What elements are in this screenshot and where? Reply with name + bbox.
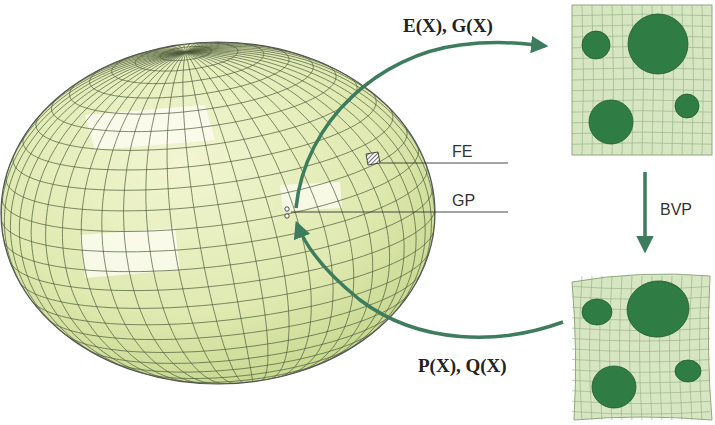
mesh-line: [19, 52, 185, 363]
mesh-line: [13, 108, 393, 191]
mesh-line: [186, 49, 407, 128]
finite-element: [366, 152, 380, 165]
mesh-line: [186, 52, 312, 377]
leader-line: [291, 212, 508, 213]
mesh-line: [186, 50, 433, 190]
mesh-line: [81, 52, 197, 383]
mesh-line: [186, 52, 268, 380]
ellipsoid-body: [1, 42, 435, 384]
mesh-line: [186, 52, 432, 300]
rve-mesh-line: [690, 276, 693, 420]
mesh-line: [186, 52, 289, 379]
mesh-line: [50, 52, 185, 104]
mesh-line: [4, 52, 185, 308]
callout-label: FE: [452, 143, 472, 161]
rve-mesh-line: [572, 401, 710, 404]
leader-line: [380, 163, 508, 164]
mesh-line: [186, 52, 373, 369]
rve-mesh-line: [702, 5, 704, 155]
mesh-line: [183, 52, 245, 382]
rve-mesh-line: [572, 143, 712, 145]
light-patch: [280, 182, 342, 211]
mesh-line: [167, 52, 237, 383]
mesh-line: [70, 53, 314, 114]
rve-mesh-line: [572, 14, 712, 16]
mesh-line: [1, 52, 185, 252]
mesh-line: [62, 52, 185, 381]
mesh-line: [102, 52, 208, 383]
gauss-point: [285, 207, 289, 211]
mesh-line: [24, 52, 186, 137]
gauss-point: [285, 214, 289, 218]
rve-mesh-line: [692, 5, 694, 155]
rve-mesh-line: [582, 5, 584, 155]
rve-mesh-line: [572, 412, 710, 415]
ellipsoid-outline: [1, 42, 435, 384]
rve-mesh-line: [572, 79, 712, 81]
callout-label: BVP: [660, 201, 692, 219]
field-label: E(X), G(X): [403, 16, 493, 37]
rve-mesh-line: [572, 89, 712, 91]
mesh-line: [186, 52, 354, 372]
callout-label: GP: [452, 192, 475, 210]
upscale-arrow: [297, 224, 563, 337]
mesh-line: [146, 52, 229, 383]
rve-deformed: [572, 274, 712, 422]
downscale-arrow: [296, 43, 545, 208]
mesh-line: [1, 165, 427, 252]
mesh-line: [183, 44, 185, 52]
rve-mesh-line: [700, 276, 703, 420]
field-label: P(X), Q(X): [418, 356, 507, 377]
rve-undeformed: [572, 5, 712, 155]
surface-mesh: [1, 42, 435, 384]
mesh-line: [124, 52, 219, 384]
mesh-line: [186, 52, 334, 375]
mesh-line: [113, 52, 186, 64]
mesh-line: [186, 52, 426, 327]
bvp-arrow: [643, 172, 647, 250]
mesh-line: [46, 52, 186, 379]
mesh-line: [10, 52, 185, 344]
rve-mesh-line: [590, 276, 593, 420]
mesh-line: [186, 48, 369, 90]
mesh-line: [31, 250, 430, 324]
mesh-line: [95, 52, 186, 72]
